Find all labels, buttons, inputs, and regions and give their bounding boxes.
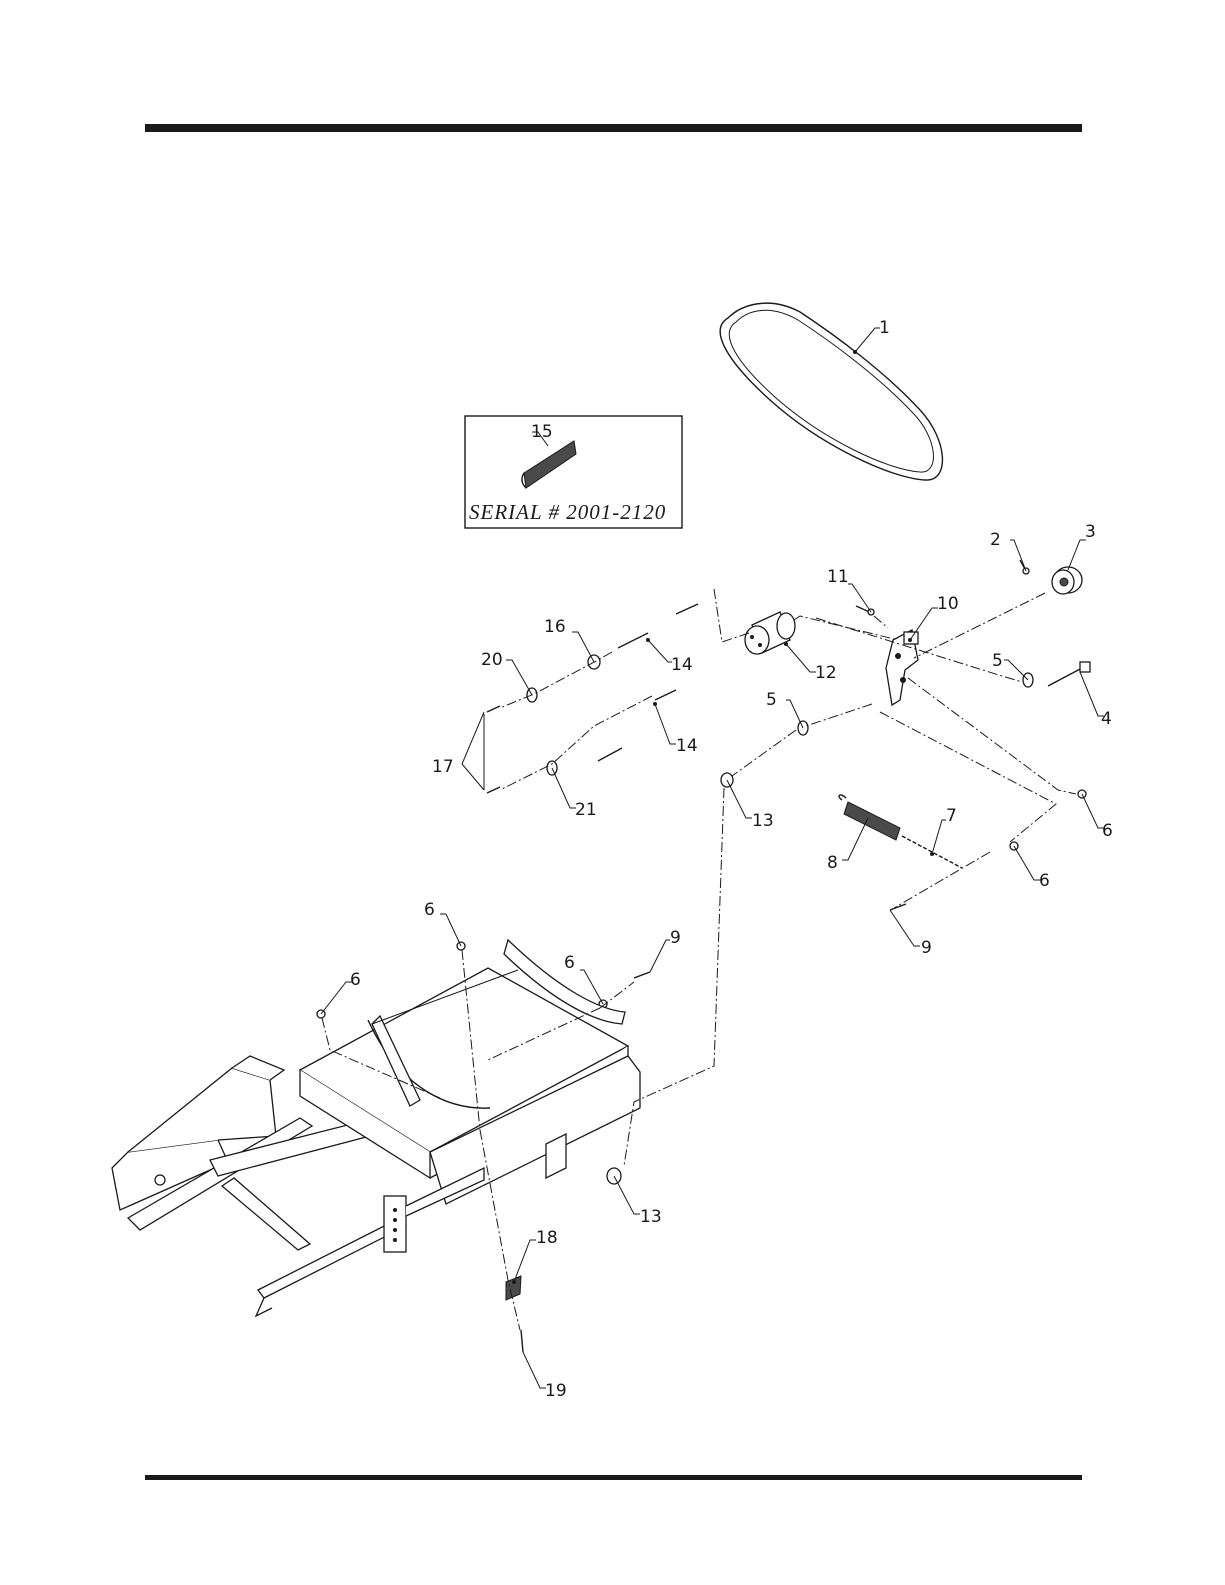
callout-6-frame-c: 6: [350, 970, 361, 990]
bolt-part-9-right: [890, 904, 906, 910]
callout-4: 4: [1101, 709, 1112, 729]
grip-strip-part-15: [522, 441, 576, 488]
callout-12: 12: [815, 663, 837, 683]
callout-6-mid: 6: [1039, 871, 1050, 891]
callout-8: 8: [827, 853, 838, 873]
callout-5-lower: 5: [766, 690, 777, 710]
callout-6-frame-a: 6: [424, 900, 435, 920]
bolt-part-19: [521, 1330, 523, 1352]
callout-3: 3: [1085, 522, 1096, 542]
callout-15: 15: [531, 422, 553, 442]
serial-label: SERIAL # 2001-2120: [469, 500, 666, 524]
callout-5-upper: 5: [992, 651, 1003, 671]
pin-part-14-upper: [618, 633, 648, 648]
callout-16: 16: [544, 617, 566, 637]
fitting-part-17-lower: [487, 787, 500, 793]
callout-14-upper: 14: [671, 655, 693, 675]
fitting-part-17-upper: [487, 706, 500, 712]
assembly-lines: [322, 589, 1076, 1330]
pin-part-14-top: [676, 604, 698, 614]
bolt-part-11: [856, 606, 874, 615]
pin-part-14-left: [598, 748, 622, 761]
callout-2: 2: [990, 530, 1001, 550]
drive-belt-part-1: [720, 303, 942, 480]
callout-14-lower: 14: [676, 736, 698, 756]
spring-part-8: [839, 795, 900, 840]
bolt-part-9-frame: [634, 972, 650, 978]
callout-1: 1: [879, 318, 890, 338]
callout-7: 7: [946, 806, 957, 826]
leader-lines: [321, 328, 1104, 1388]
callout-21: 21: [575, 800, 597, 820]
callout-11: 11: [827, 567, 849, 587]
callout-9-frame: 9: [670, 928, 681, 948]
callout-10: 10: [937, 594, 959, 614]
callout-19: 19: [545, 1381, 567, 1401]
bolt-part-4: [1048, 662, 1090, 686]
serial-inset: SERIAL # 2001-2120: [465, 416, 682, 528]
callout-17: 17: [432, 757, 454, 777]
mower-frame: [112, 940, 640, 1316]
pin-part-14-lower: [655, 690, 676, 700]
pulley-part-3: [1052, 567, 1082, 594]
idler-pulley-part-12: [745, 612, 795, 654]
callout-9-right: 9: [921, 938, 932, 958]
callout-13-lower: 13: [640, 1207, 662, 1227]
callout-20: 20: [481, 650, 503, 670]
callout-13-upper: 13: [752, 811, 774, 831]
callout-18: 18: [536, 1228, 558, 1248]
callout-6-right: 6: [1102, 821, 1113, 841]
callout-6-frame-b: 6: [564, 953, 575, 973]
